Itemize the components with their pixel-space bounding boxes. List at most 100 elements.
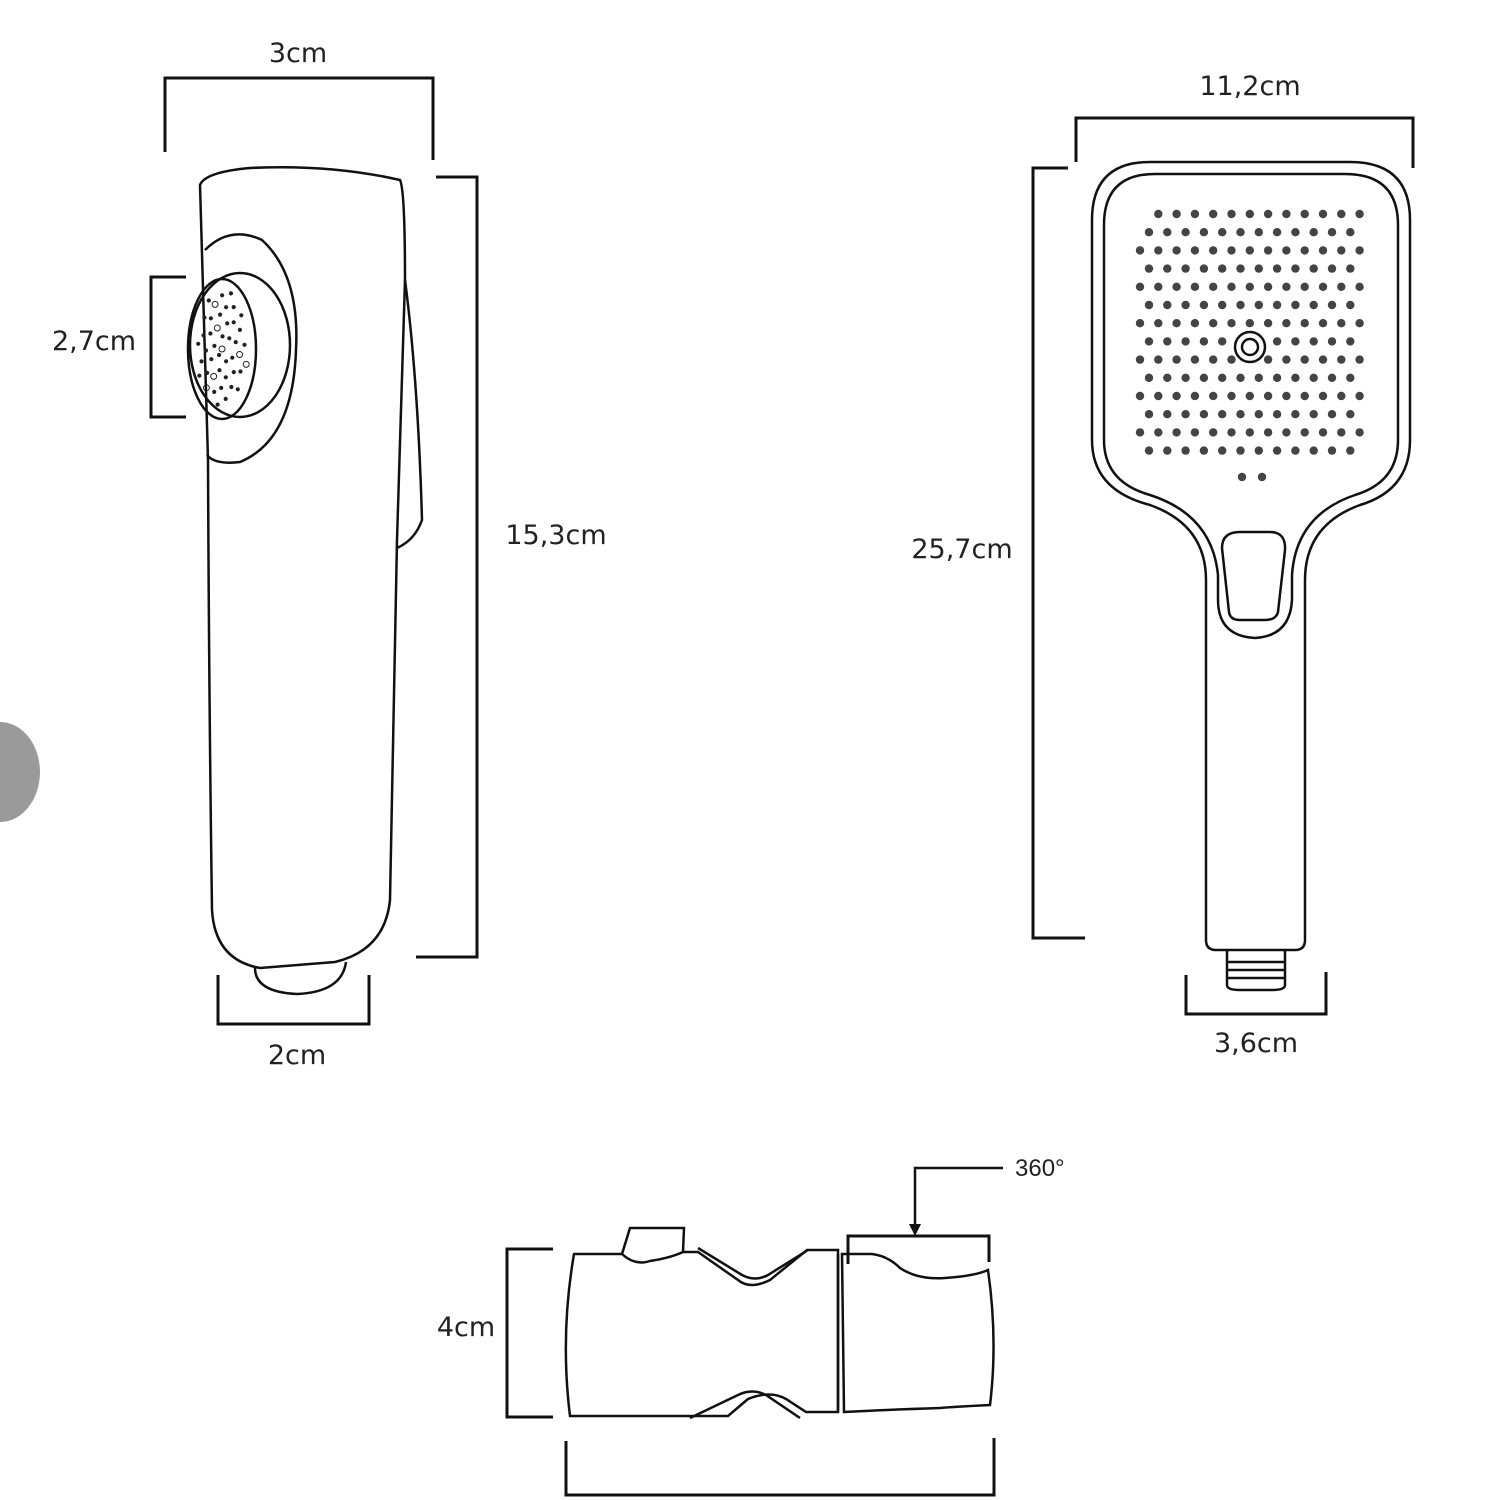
nozzle-hole [208, 316, 213, 321]
nozzle-hole [242, 360, 250, 368]
spray-nozzle [1327, 410, 1337, 419]
spray-nozzle [1318, 391, 1328, 401]
nozzle-hole [229, 384, 234, 390]
spray-nozzle [1144, 228, 1154, 237]
spray-nozzle [1263, 282, 1273, 291]
spray-nozzle [1218, 228, 1227, 237]
spray-nozzle [1327, 300, 1337, 310]
nozzle-hole [201, 333, 206, 338]
spray-nozzle [1300, 355, 1309, 364]
spray-nozzle [1346, 446, 1355, 455]
spray-nozzle [1337, 428, 1346, 437]
slider-bracket-view: 4cm 360° [437, 1155, 1065, 1497]
spray-nozzle [1227, 209, 1236, 219]
spray-nozzle [1154, 246, 1163, 255]
nozzle-hole [223, 375, 228, 380]
spray-nozzle [1154, 355, 1163, 364]
nozzle-hole [215, 402, 220, 407]
spray-nozzle [1236, 410, 1245, 419]
spray-nozzle [1291, 337, 1300, 346]
mode-button [1220, 530, 1287, 622]
spray-nozzle [1209, 428, 1218, 437]
spray-nozzle [1318, 209, 1328, 219]
head-inner [1102, 172, 1400, 640]
spray-nozzle [1300, 282, 1309, 291]
nozzle-hole [196, 341, 201, 346]
spray-nozzle [1209, 282, 1218, 291]
spray-nozzle [1291, 300, 1300, 310]
nozzle-hole [199, 359, 204, 364]
spray-nozzle [1263, 355, 1273, 364]
spray-nozzle [1236, 373, 1245, 382]
spray-nozzle [1172, 355, 1181, 364]
spray-nozzle [1199, 446, 1209, 455]
front-view-handshower: 11,2cm 25,7cm 3,6cm [911, 71, 1415, 1059]
spray-nozzle [1154, 209, 1163, 219]
spray-nozzle [1254, 228, 1264, 237]
spray-nozzle [1227, 282, 1236, 291]
spray-nozzle [1135, 246, 1145, 255]
spray-nozzle [1318, 246, 1328, 255]
spray-nozzle [1263, 428, 1273, 437]
spray-nozzle [1309, 337, 1318, 346]
front-height-bracket [1031, 166, 1085, 940]
center-nozzle [1233, 330, 1267, 364]
spray-nozzle [1327, 337, 1337, 346]
spray-nozzle [1245, 391, 1255, 401]
spray-nozzle [1300, 319, 1309, 328]
spray-nozzle [1218, 373, 1227, 382]
spray-nozzle [1181, 446, 1190, 455]
spray-nozzle [1190, 246, 1200, 255]
rotation-leader [913, 1166, 1003, 1228]
rotation-label: 360° [1015, 1155, 1065, 1182]
spray-nozzle [1309, 264, 1318, 273]
nozzle-hole [206, 298, 211, 303]
spray-nozzle [1337, 246, 1346, 255]
nozzle-housing [204, 233, 298, 464]
spray-nozzle [1309, 300, 1318, 310]
spray-nozzle [1181, 228, 1190, 237]
spray-nozzle [1300, 428, 1309, 437]
spray-nozzle [1199, 264, 1209, 273]
rotation-bracket [846, 1234, 991, 1264]
connector-label: 3,6cm [1214, 1028, 1298, 1059]
spray-nozzle [1181, 264, 1190, 273]
spray-nozzle [1190, 391, 1200, 401]
spray-nozzle [1355, 246, 1364, 255]
nozzle-hole [211, 300, 219, 308]
spray-nozzle [1282, 246, 1291, 255]
spray-nozzle [1257, 472, 1267, 482]
nozzle-label: 2,7cm [52, 326, 136, 357]
arrow-down-icon [909, 1224, 921, 1236]
spray-nozzle [1209, 355, 1218, 364]
nozzle-hole [202, 384, 210, 392]
spray-nozzle [1190, 355, 1200, 364]
spray-nozzle [1209, 319, 1218, 328]
spray-nozzle [1300, 246, 1309, 255]
spray-nozzle [1254, 446, 1264, 455]
nozzle-hole [210, 372, 218, 380]
handle-back-ridge [396, 279, 424, 550]
spray-nozzle [1245, 209, 1255, 219]
spray-nozzle [1172, 391, 1181, 401]
spray-nozzle [1163, 264, 1172, 273]
spray-nozzle [1154, 391, 1163, 401]
spray-nozzle [1144, 264, 1154, 273]
nozzle-hole [228, 291, 234, 296]
nozzle-hole [235, 387, 240, 392]
nozzle-hole [205, 370, 210, 375]
spray-nozzle [1282, 355, 1291, 364]
spray-nozzle [1218, 446, 1227, 455]
spray-nozzle [1227, 355, 1236, 364]
spray-nozzle [1272, 373, 1282, 382]
spray-nozzle [1227, 428, 1236, 437]
spray-nozzle [1272, 337, 1282, 346]
spray-nozzle [1291, 373, 1300, 382]
spray-nozzle [1154, 428, 1163, 437]
spray-nozzle [1245, 282, 1255, 291]
spray-nozzle [1154, 319, 1163, 328]
spray-nozzle [1199, 337, 1209, 346]
spray-nozzle [1291, 228, 1300, 237]
spray-nozzle [1190, 209, 1200, 219]
spray-nozzle [1172, 209, 1181, 219]
